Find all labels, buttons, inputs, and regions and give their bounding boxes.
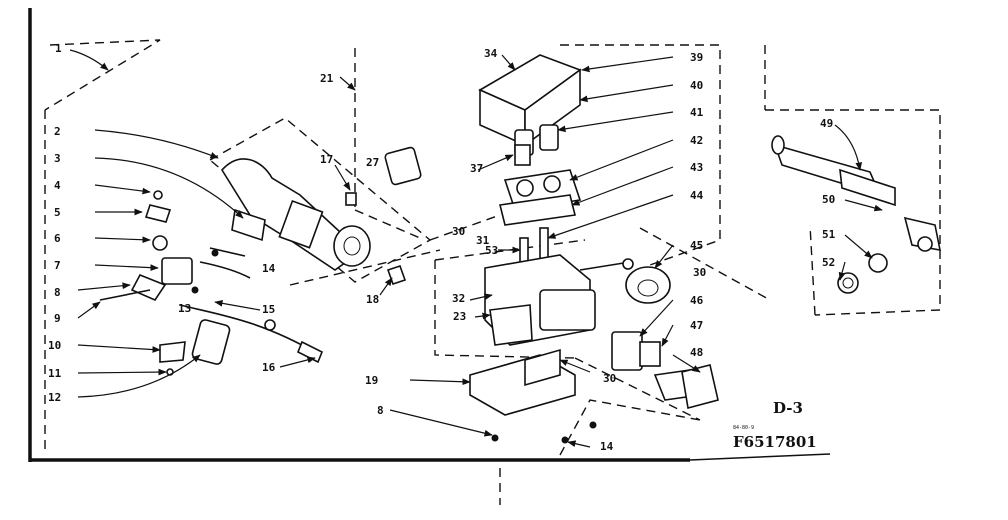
callout-41: 41 (690, 106, 704, 119)
section-code: D-3 (773, 399, 803, 417)
callout-14b: 14 (600, 440, 614, 453)
callout-37: 37 (470, 162, 483, 175)
callout-11: 11 (48, 367, 62, 380)
callout-53: 53 (485, 244, 498, 257)
callout-9: 9 (54, 312, 61, 325)
drawing-number: F6517801 (733, 433, 817, 451)
callout-50: 50 (822, 193, 835, 206)
callout-48: 48 (690, 346, 703, 359)
small-mark: 84-80-9 (733, 425, 754, 431)
callout-12: 12 (48, 391, 61, 404)
callout-51: 51 (822, 228, 836, 241)
callout-5: 5 (54, 206, 61, 219)
callout-42: 42 (690, 134, 703, 147)
leader-lines (69, 49, 883, 448)
callout-27: 27 (366, 156, 379, 169)
callout-18: 18 (366, 293, 379, 306)
callout-3: 3 (54, 152, 61, 165)
callout-45: 45 (690, 239, 703, 252)
callout-labels: 1 2 3 4 5 6 7 8 9 10 11 12 13 13 14 14 1… (48, 42, 836, 453)
callout-32: 32 (452, 292, 465, 305)
callout-52: 52 (822, 256, 835, 269)
callout-1: 1 (55, 42, 62, 55)
callout-30a: 30 (452, 225, 465, 238)
callout-23: 23 (453, 310, 466, 323)
callout-16: 16 (262, 361, 276, 374)
callout-7: 7 (54, 259, 61, 272)
callout-6: 6 (54, 232, 61, 245)
callout-34: 34 (484, 47, 498, 60)
callout-44: 44 (690, 189, 704, 202)
callout-30c: 30 (603, 372, 616, 385)
callout-49: 49 (820, 117, 833, 130)
callout-43: 43 (690, 161, 703, 174)
callout-19: 19 (365, 374, 378, 387)
callout-39: 39 (690, 51, 703, 64)
callout-30b: 30 (693, 266, 706, 279)
callout-15: 15 (262, 303, 275, 316)
callout-47: 47 (690, 319, 703, 332)
callout-13a: 13 (178, 302, 191, 315)
frame-lines (28, 8, 831, 462)
callout-2: 2 (54, 125, 61, 138)
callout-10: 10 (48, 339, 61, 352)
callout-17: 17 (320, 153, 333, 166)
callout-46: 46 (690, 294, 704, 307)
callout-21: 21 (320, 72, 334, 85)
callout-14a: 14 (262, 262, 276, 275)
callout-8: 8 (54, 286, 61, 299)
callout-4: 4 (54, 179, 61, 192)
part-shapes (99, 54, 942, 444)
callout-31: 31 (476, 234, 490, 247)
callout-40: 40 (690, 79, 703, 92)
callout-8b: 8 (377, 404, 384, 417)
